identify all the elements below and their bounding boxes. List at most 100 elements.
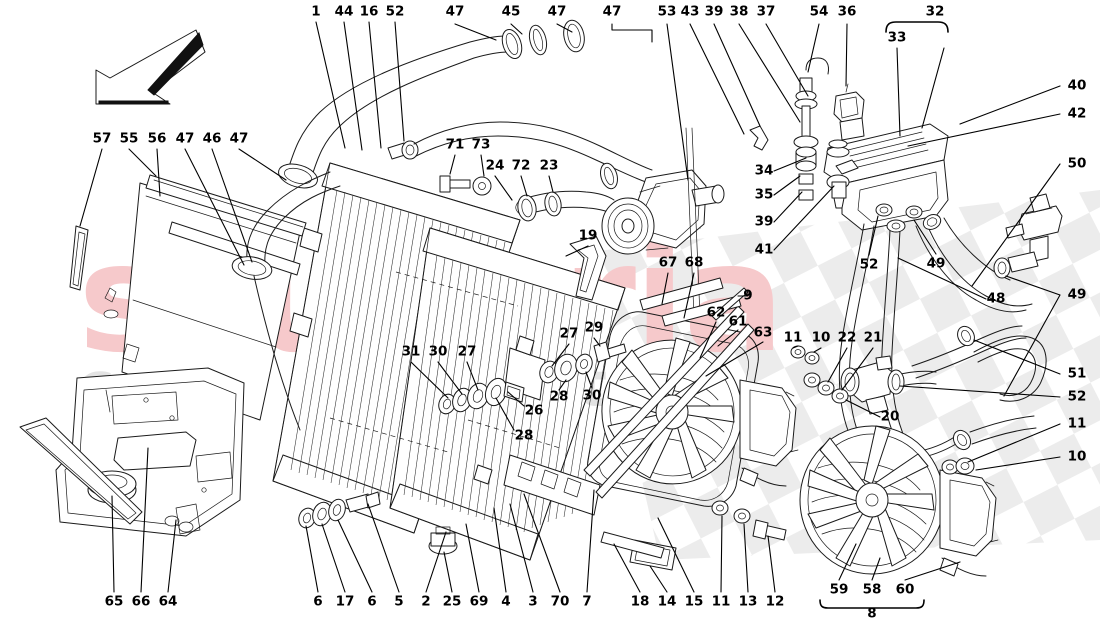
callout-22: 22: [837, 329, 857, 346]
callout-34: 34: [754, 162, 774, 179]
callout-47-d: 47: [175, 130, 195, 147]
callout-55: 55: [119, 130, 139, 147]
callout-56: 56: [147, 130, 167, 147]
callout-47-c: 47: [602, 3, 622, 20]
callout-42: 42: [1067, 105, 1087, 122]
callout-27-b: 27: [559, 325, 579, 342]
bottom-fastener-cluster: [298, 491, 381, 529]
callout-24: 24: [485, 157, 505, 174]
callout-63: 63: [753, 324, 773, 341]
callout-28-b: 28: [549, 388, 569, 405]
callout-21: 21: [863, 329, 883, 346]
right-fan-assembly: [799, 425, 999, 577]
leader-lines-left: [79, 148, 287, 266]
callout-49-b: 49: [926, 255, 946, 272]
callout-26: 26: [524, 402, 544, 419]
callout-11-d: 11: [1067, 415, 1087, 432]
callout-47-a: 47: [445, 3, 465, 20]
callout-2: 2: [421, 593, 431, 610]
alignment-line-a: [395, 271, 519, 307]
callout-57: 57: [92, 130, 112, 147]
direction-arrow-icon: [95, 29, 206, 105]
callout-41: 41: [754, 241, 774, 258]
callout-44: 44: [334, 3, 354, 20]
callout-47-e: 47: [229, 130, 249, 147]
callout-40: 40: [1067, 77, 1087, 94]
callout-10-c: 10: [1067, 448, 1087, 465]
callout-50: 50: [1067, 155, 1087, 172]
callout-46: 46: [202, 130, 222, 147]
callout-52-b: 52: [859, 256, 879, 273]
callout-72: 72: [511, 157, 531, 174]
callout-66: 66: [131, 593, 151, 610]
bracket-32: [885, 21, 949, 33]
callout-33: 33: [887, 29, 907, 46]
callout-54: 54: [809, 3, 829, 20]
leader-lines-mid: [410, 154, 987, 431]
callout-10-a: 10: [811, 329, 831, 346]
upper-rails-67-68: [639, 277, 742, 327]
callout-36: 36: [837, 3, 857, 20]
callout-3: 3: [528, 593, 538, 610]
callout-47-b: 47: [547, 3, 567, 20]
callout-51: 51: [1067, 365, 1087, 382]
callout-52-c: 52: [1067, 388, 1087, 405]
callout-6-b: 6: [367, 593, 377, 610]
bracket-8: [819, 599, 925, 609]
callout-39-a: 39: [704, 3, 724, 20]
callout-19: 19: [578, 227, 598, 244]
left-condenser-assembly: [103, 174, 307, 421]
callout-12: 12: [765, 593, 785, 610]
callout-25: 25: [442, 593, 462, 610]
callout-18: 18: [630, 593, 650, 610]
callout-71: 71: [445, 136, 465, 153]
leader-lines-top: [315, 21, 945, 181]
mid-hose-assembly: [439, 162, 701, 229]
callout-1: 1: [311, 3, 321, 20]
callout-30-b: 30: [582, 387, 602, 404]
callout-64: 64: [158, 593, 178, 610]
callout-28-a: 28: [514, 427, 534, 444]
callout-70: 70: [550, 593, 570, 610]
callout-49-a: 49: [1067, 286, 1087, 303]
alignment-line-c: [467, 419, 561, 449]
callout-4: 4: [501, 593, 511, 610]
pump-hose-upper: [413, 121, 653, 183]
callout-43: 43: [680, 3, 700, 20]
callout-20: 20: [880, 408, 900, 425]
bottom-right-fasteners: [600, 500, 787, 571]
callout-38: 38: [729, 3, 749, 20]
leader-lines-right: [899, 85, 1061, 471]
callout-27-a: 27: [457, 343, 477, 360]
callout-16: 16: [359, 3, 379, 20]
callout-14: 14: [657, 593, 677, 610]
callout-62: 62: [706, 304, 726, 321]
callout-60: 60: [895, 581, 915, 598]
left-fan-assembly: [583, 305, 799, 507]
leader-lines-bottom: [111, 447, 961, 593]
thermostat-housing: [790, 345, 937, 415]
callout-35: 35: [754, 186, 774, 203]
seal-strip-57: [69, 225, 89, 291]
callout-29: 29: [584, 319, 604, 336]
callout-11-b: 11: [711, 593, 731, 610]
callout-37: 37: [756, 3, 776, 20]
callout-17: 17: [335, 593, 355, 610]
callout-65: 65: [104, 593, 124, 610]
callout-8: 8: [867, 605, 877, 622]
callout-48: 48: [986, 290, 1006, 307]
callout-11-a: 11: [783, 329, 803, 346]
lower-shield-panel: [19, 367, 245, 537]
callout-61: 61: [728, 313, 748, 330]
callout-67: 67: [658, 254, 678, 271]
expansion-tank: [685, 57, 1033, 461]
fastener-cluster-right: [539, 341, 627, 384]
alignment-line-b: [329, 417, 449, 453]
callout-39-b: 39: [754, 213, 774, 230]
callout-58: 58: [862, 581, 882, 598]
callout-45: 45: [501, 3, 521, 20]
callout-53: 53: [657, 3, 677, 20]
callout-68: 68: [684, 254, 704, 271]
